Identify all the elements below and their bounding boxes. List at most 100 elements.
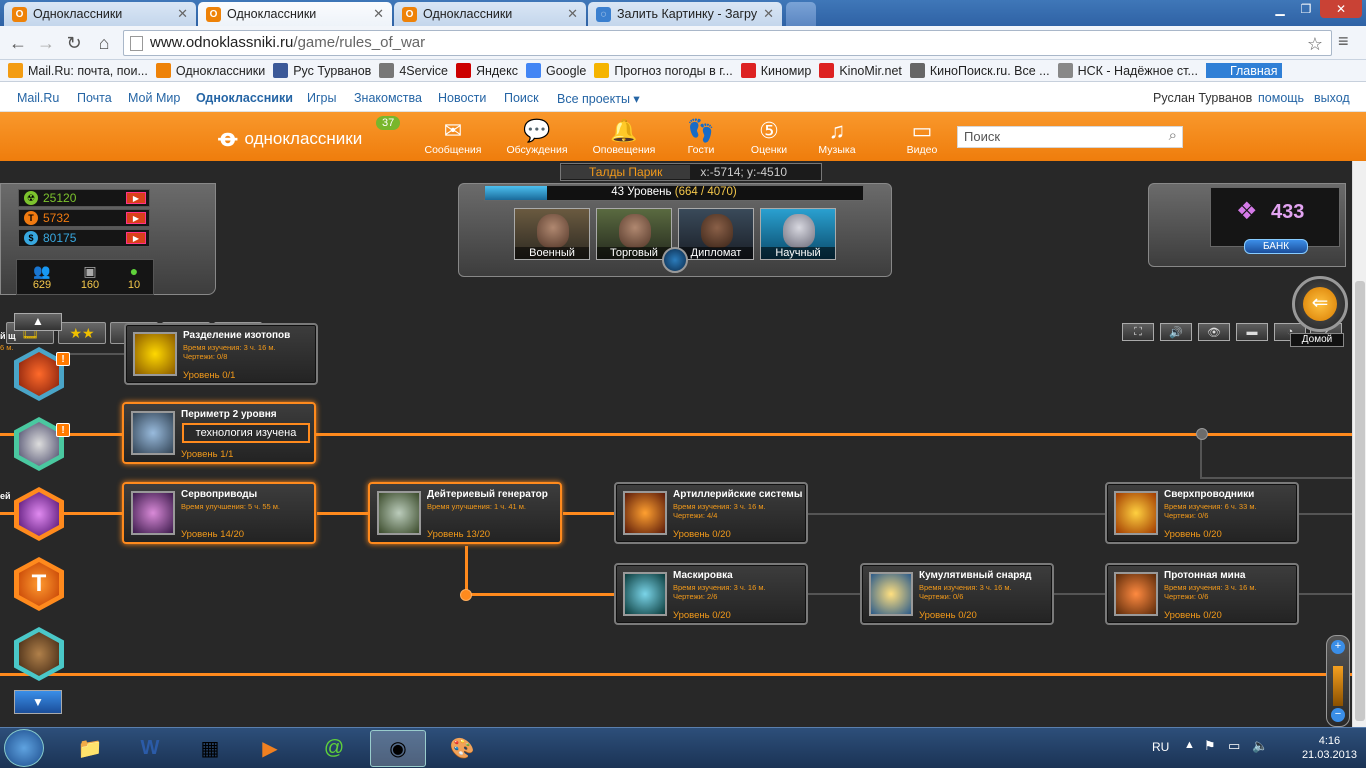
nav-messages[interactable]: ✉Сообщения [418,118,488,156]
action-center-icon[interactable]: ⚑ [1204,738,1216,753]
calculator-icon[interactable]: ▦ [200,738,220,760]
nav-video[interactable]: ▭Видео [887,118,957,156]
bookmark-item[interactable]: Прогноз погоды в г... [594,63,733,78]
location-name[interactable]: Талды Парик [561,165,691,179]
bank-button[interactable]: БАНК [1244,239,1308,254]
chrome-icon[interactable]: ◉ [370,730,426,767]
minimize-icon[interactable]: ▁ [1275,2,1285,16]
link-dating[interactable]: Знакомства [354,91,422,105]
advisor-trade[interactable]: Торговый [596,208,672,260]
back-icon[interactable]: ← [9,32,27,53]
nav-notifications[interactable]: 🔔Оповещения [589,118,659,156]
close-tab-icon[interactable]: ✕ [763,6,774,21]
building-icon[interactable] [14,347,64,401]
zoom-control[interactable]: + − [1326,635,1350,727]
browser-tab[interactable]: ◌Залить Картинку - Загру✕ [588,2,782,26]
close-tab-icon[interactable]: ✕ [177,6,188,21]
tray-expand-icon[interactable]: ▲ [1184,739,1195,751]
link-help[interactable]: помощь [1258,91,1305,105]
forward-icon[interactable]: → [37,32,55,53]
paint-icon[interactable]: 🎨 [449,738,475,760]
bookmark-item[interactable]: Mail.Ru: почта, пои... [8,63,148,78]
link-search[interactable]: Поиск [504,91,539,105]
word-icon[interactable]: W [140,737,160,759]
restore-icon[interactable]: ❐ [1300,2,1312,16]
nav-discussions[interactable]: 💬Обсуждения [502,118,572,156]
scroll-up-button[interactable]: ▲ [14,313,62,331]
advisor-toggle-button[interactable] [662,247,688,273]
new-tab-button[interactable] [786,2,816,26]
scroll-down-button[interactable]: ▼ [14,690,62,714]
zoom-in-icon[interactable]: + [1331,640,1345,654]
close-window-icon[interactable]: ✕ [1320,0,1362,18]
add-resource-button[interactable]: ▶ [126,232,146,244]
volume-icon[interactable]: 🔈 [1252,738,1269,753]
nav-music[interactable]: ♫Музыка [802,118,872,156]
nav-guests[interactable]: 👣Гости [666,118,736,156]
bookmark-item[interactable]: Яндекс [455,63,518,78]
zoom-slider[interactable] [1333,666,1343,706]
sound-icon[interactable]: 🔊 [1160,323,1192,341]
add-resource-button[interactable]: ▶ [126,192,146,204]
link-mailru[interactable]: Mail.Ru [17,91,60,105]
bookmark-item[interactable]: Google [526,63,586,78]
bookmark-item[interactable]: Рус Турванов [273,63,371,78]
bookmark-item[interactable]: 4Service [379,63,448,78]
bookmark-item[interactable]: НСК - Надёжное ст... [1057,63,1198,78]
link-mail[interactable]: Почта [77,91,112,105]
fullscreen-icon[interactable]: ⛶ [1122,323,1154,341]
link-games[interactable]: Игры [307,91,337,105]
building-icon[interactable] [14,487,64,541]
bookmark-item[interactable]: KinoMir.net [819,63,902,78]
titanium-building-icon[interactable]: T [14,557,64,611]
bookmark-item[interactable]: Киномир [740,63,811,78]
home-button[interactable]: ⇐ [1292,276,1348,332]
link-my-world[interactable]: Мой Мир [128,91,181,105]
scrollbar-thumb[interactable] [1355,281,1365,721]
close-tab-icon[interactable]: ✕ [373,6,384,21]
zoom-out-icon[interactable]: − [1331,708,1345,722]
close-tab-icon[interactable]: ✕ [567,6,578,21]
add-resource-button[interactable]: ▶ [126,212,146,224]
explorer-icon[interactable]: 📁 [77,738,103,760]
link-odnoklassniki[interactable]: Одноклассники [196,91,293,105]
bookmark-item[interactable]: Главная [1205,63,1282,78]
link-news[interactable]: Новости [438,91,487,105]
page-scrollbar[interactable] [1352,161,1366,727]
advisor-military[interactable]: Военный [514,208,590,260]
reload-icon[interactable]: ↻ [66,32,82,53]
link-all-projects[interactable]: Все проекты ▾ [557,92,640,106]
start-button[interactable] [4,729,44,767]
stars-icon[interactable]: ★★ [58,322,106,344]
bookmark-item[interactable]: КиноПоиск.ru. Все ... [909,63,1050,78]
address-bar[interactable]: www.odnoklassniki.ru/game/rules_of_war ☆ [123,30,1332,56]
bookmark-item[interactable]: Одноклассники [155,63,265,78]
advisor-science[interactable]: Научный [760,208,836,260]
link-logout[interactable]: выход [1314,91,1350,105]
eye-icon[interactable]: 👁 [1198,323,1230,341]
flag-icon[interactable]: ▬ [1236,323,1268,341]
language-indicator[interactable]: RU [1152,740,1170,754]
network-icon[interactable]: ▭ [1228,738,1241,753]
site-search-input[interactable]: Поиск⌕ [957,126,1183,148]
home-label[interactable]: Домой [1290,333,1344,347]
bookmark-star-icon[interactable]: ☆ [1306,34,1323,54]
home-icon[interactable]: ⌂ [98,32,110,53]
icq-icon[interactable]: @ [323,737,345,759]
menu-icon[interactable]: ≡ [1338,31,1349,51]
advisor-diplomat[interactable]: Дипломат [678,208,754,260]
